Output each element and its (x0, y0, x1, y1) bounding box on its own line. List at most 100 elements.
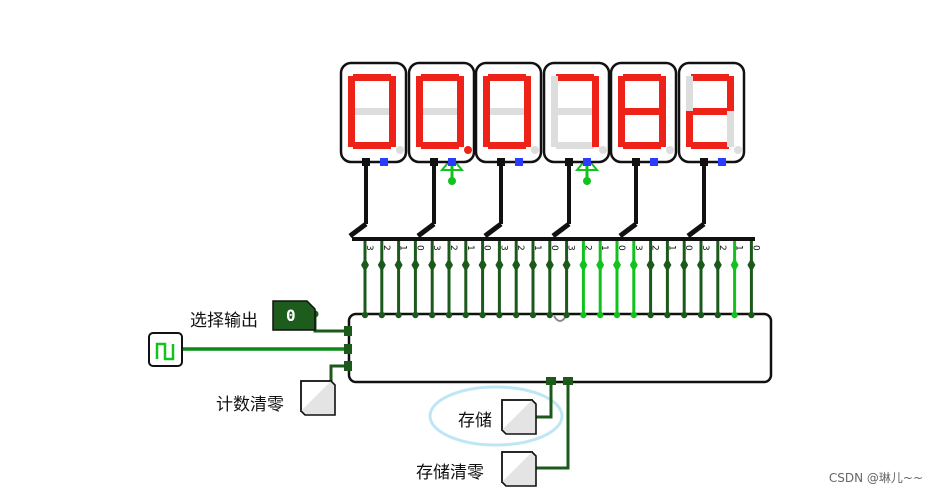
splitter-stub (686, 222, 706, 238)
display-segment-f (348, 76, 355, 112)
bus-bit-tunnel (545, 258, 554, 272)
splitter-stub (551, 222, 571, 238)
display-segment-e (348, 111, 355, 147)
bus-bit-tunnel (495, 258, 504, 272)
bus-bit-tunnel (646, 258, 655, 272)
bus-bit-tunnel (428, 258, 437, 272)
display-segment-g (691, 108, 729, 115)
display-input-port (430, 158, 438, 166)
bit-label: 0 (549, 245, 559, 251)
counter-component[interactable] (347, 312, 773, 384)
bus-bit-tunnel (411, 258, 420, 272)
bus-bit-tunnel (445, 258, 453, 272)
bus-bit-junction (462, 311, 469, 319)
bit-label: 0 (616, 245, 626, 251)
bus-bit-junction (630, 311, 637, 319)
bus-bit-junction (714, 311, 721, 319)
wire-store-clear (532, 380, 570, 470)
bit-label: 2 (582, 245, 592, 251)
display-segment-g (488, 108, 526, 115)
store-button[interactable] (501, 399, 537, 435)
seven-segment-display (677, 61, 746, 166)
seven-segment-display (339, 61, 408, 166)
bus-bit-tunnel (394, 258, 403, 272)
display-segment-d (353, 142, 391, 149)
seven-segment-display (542, 61, 611, 166)
input-port (344, 361, 352, 371)
display-probe-port (380, 158, 388, 166)
bus-bit-junction (479, 311, 486, 319)
bus-bit-junction (445, 311, 453, 319)
bus-bit-tunnel (361, 258, 369, 272)
display-segment-c (727, 111, 734, 147)
select-output-pin-value: 0 (286, 306, 296, 325)
bus-bit-tunnel (713, 258, 722, 272)
display-dot (396, 146, 404, 154)
bus-bit-junction (664, 311, 671, 319)
store-label: 存储 (458, 411, 492, 431)
display-segment-f (483, 76, 490, 112)
bit-label: 2 (717, 245, 727, 251)
bus-bit-tunnel (730, 258, 739, 272)
select-output-label: 选择输出 (190, 311, 258, 331)
bus-bit-tunnel (596, 258, 605, 272)
bit-label: 3 (364, 245, 374, 251)
bit-label: 0 (750, 245, 760, 251)
display-input-port (700, 158, 708, 166)
bus-bit-tunnel (461, 258, 470, 272)
display-probe-port (718, 158, 726, 166)
bit-label: 2 (650, 245, 660, 251)
bus-bit-junction (580, 311, 587, 319)
bus-bit-junction (546, 311, 553, 319)
clock-source[interactable] (148, 332, 183, 367)
display-segment-c (659, 111, 666, 147)
display-segment-b (389, 76, 396, 112)
display-dot (531, 146, 539, 154)
store-clear-button[interactable] (501, 451, 537, 487)
display-dot (666, 146, 674, 154)
display-segment-g (421, 108, 459, 115)
display-input-port (565, 158, 573, 166)
bus-bit-junction (412, 311, 419, 319)
splitter-stub (483, 222, 503, 238)
clock-wave-icon (155, 342, 175, 361)
display-segment-b (457, 76, 464, 112)
bus-bit-tunnel (747, 258, 756, 272)
bus-bit-tunnel (629, 258, 638, 272)
bus-bit-junction (513, 311, 520, 319)
pull-marker-dot (448, 177, 456, 185)
store-highlight-ellipse (428, 385, 564, 447)
bus-bit-tunnel (680, 258, 689, 272)
bus-bit-junction (731, 311, 738, 319)
bus-bit-junction (681, 311, 688, 319)
input-port (546, 377, 556, 385)
bus-bit-tunnel (663, 258, 672, 272)
display-segment-a (623, 74, 661, 81)
bit-label: 2 (448, 245, 458, 251)
display-segment-b (727, 76, 734, 112)
store-clear-label: 存储清零 (416, 463, 484, 483)
bus-bit-tunnel (697, 258, 705, 272)
seven-segment-display (609, 61, 678, 166)
display-segment-c (457, 111, 464, 147)
display-segment-c (524, 111, 531, 147)
display-segment-a (353, 74, 391, 81)
bit-label: 3 (566, 245, 576, 251)
display-segment-e (416, 111, 423, 147)
bus-bit-tunnel (478, 258, 487, 272)
display-dot (599, 146, 607, 154)
display-segment-a (556, 74, 594, 81)
display-segment-c (592, 111, 599, 147)
display-segment-c (389, 111, 396, 147)
input-port (563, 377, 573, 385)
display-segment-f (686, 76, 693, 112)
bus-bit-tunnel (377, 258, 386, 272)
display-segment-g (623, 108, 661, 115)
count-clear-button[interactable] (300, 380, 336, 416)
bit-label: 1 (734, 245, 744, 251)
select-output-pin[interactable] (272, 300, 316, 331)
display-segment-d (556, 142, 594, 149)
bus-bit-junction (378, 311, 385, 319)
